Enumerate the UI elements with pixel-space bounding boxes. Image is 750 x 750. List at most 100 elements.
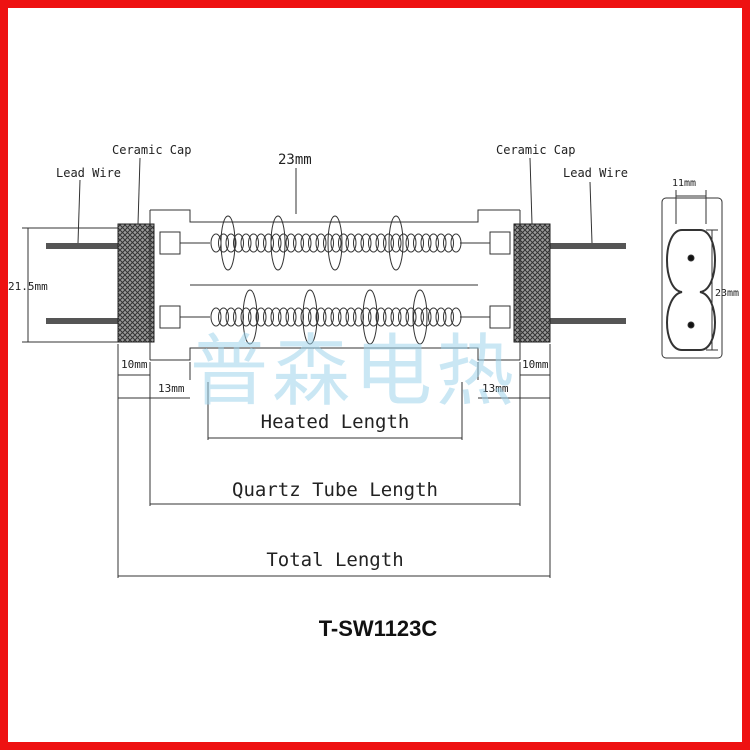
coil-turn	[390, 233, 402, 253]
coil-turn	[285, 307, 297, 327]
label-cap-len-left: 10mm	[121, 358, 148, 371]
label-lead-wire-right: Lead Wire	[563, 166, 628, 180]
coil-turn	[368, 233, 379, 253]
coil-turn	[278, 233, 289, 253]
coil-turn	[270, 307, 282, 327]
coil-turn	[255, 233, 267, 253]
coil-turn	[353, 307, 364, 327]
coil-turn	[330, 233, 342, 253]
cross-section	[661, 190, 723, 359]
lead-wires	[46, 243, 626, 324]
coil-turn	[428, 233, 439, 253]
coil-turn	[338, 233, 349, 253]
support-disc	[327, 215, 343, 271]
coil-turn	[435, 233, 447, 253]
coil-turn	[300, 307, 312, 327]
coil-turn	[413, 307, 424, 327]
coil-turn	[450, 233, 462, 253]
coil-turn	[300, 233, 312, 253]
coil-turn	[233, 233, 244, 253]
coil-turn	[375, 233, 387, 253]
model-name: T-SW1123C	[319, 616, 438, 641]
coil-turn	[330, 307, 342, 327]
label-end-len-left: 13mm	[158, 382, 185, 395]
coil-turn	[248, 233, 259, 253]
filament-coils	[210, 233, 462, 327]
coil-turn	[248, 307, 259, 327]
coil-turn	[405, 307, 417, 327]
label-height-left: 21.5mm	[8, 280, 48, 293]
ceramic-cap-right	[513, 223, 551, 343]
coil-turn	[360, 233, 372, 253]
coil-turn	[420, 233, 432, 253]
coil-turn	[383, 307, 394, 327]
label-lead-wire-left: Lead Wire	[56, 166, 121, 180]
label-cross-width: 11mm	[672, 178, 696, 189]
coil-turn	[435, 307, 447, 327]
coil-turn	[255, 307, 267, 327]
bottom-dimensions	[117, 344, 551, 578]
ceramic-cap-left	[117, 223, 155, 343]
coil-turn	[270, 233, 282, 253]
coil-turn	[405, 233, 417, 253]
label-heated-length: Heated Length	[261, 411, 410, 433]
watermark-text: 普森电热	[190, 327, 518, 417]
coil-turn	[450, 307, 462, 327]
height-dimension-left	[22, 227, 120, 343]
lead-wire-left-bottom	[46, 318, 122, 324]
coil-turn	[323, 307, 334, 327]
label-ceramic-cap-right: Ceramic Cap	[496, 143, 575, 157]
coil-turn	[443, 233, 454, 253]
label-total-length: Total Length	[266, 549, 403, 571]
coil-turn	[345, 307, 357, 327]
coil-turn	[278, 307, 289, 327]
coil-turn	[353, 233, 364, 253]
coil-turn	[240, 233, 252, 253]
coil-turn	[210, 307, 222, 327]
coil-turn	[308, 233, 319, 253]
coil-turn	[240, 307, 252, 327]
label-cap-len-right: 10mm	[522, 358, 549, 371]
coil-turn	[315, 307, 327, 327]
label-ceramic-cap-left: Ceramic Cap	[112, 143, 191, 157]
coil-turn	[293, 307, 304, 327]
label-cross-height: 23mm	[715, 288, 739, 299]
label-end-len-right: 13mm	[482, 382, 509, 395]
coil-turn	[285, 233, 297, 253]
callout-leaders	[77, 157, 593, 244]
coil-turn	[398, 233, 409, 253]
label-tube-width: 23mm	[278, 152, 312, 168]
coil-turn	[345, 233, 357, 253]
coil-turn	[375, 307, 387, 327]
coil-turn	[263, 307, 274, 327]
coil-turn	[218, 233, 229, 253]
coil-turn	[390, 307, 402, 327]
lead-wire-right-top	[550, 243, 626, 249]
coil-turn	[233, 307, 244, 327]
quartz-tube	[149, 209, 521, 361]
coil-turn	[263, 233, 274, 253]
coil-turn	[323, 233, 334, 253]
coil-turn	[398, 307, 409, 327]
coil-turn	[218, 307, 229, 327]
coil-turn	[293, 233, 304, 253]
coil-turn	[420, 307, 432, 327]
lead-wire-left-top	[46, 243, 122, 249]
coil-turn	[428, 307, 439, 327]
coil-turn	[368, 307, 379, 327]
coil-turn	[443, 307, 454, 327]
coil-turn	[383, 233, 394, 253]
label-quartz-tube-length: Quartz Tube Length	[232, 479, 438, 501]
coil-turn	[338, 307, 349, 327]
coil-turn	[225, 233, 237, 253]
coil-turn	[308, 307, 319, 327]
coil-turn	[360, 307, 372, 327]
coil-turn	[315, 233, 327, 253]
support-disc	[388, 215, 404, 271]
coil-turn	[225, 307, 237, 327]
coil-turn	[210, 233, 222, 253]
coil-turn	[413, 233, 424, 253]
